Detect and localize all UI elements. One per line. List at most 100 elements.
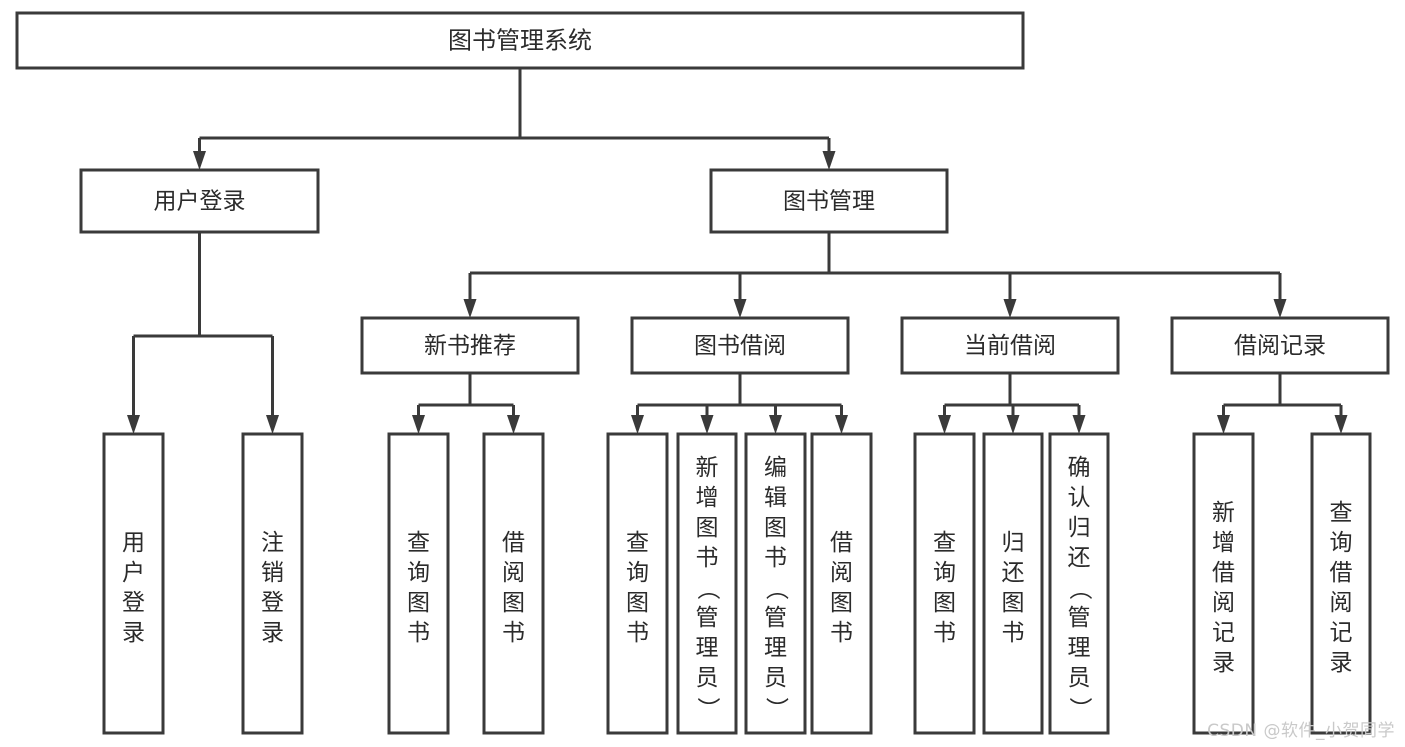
svg-text:员: 员 [1068, 665, 1091, 691]
svg-text:）: ） [695, 697, 721, 720]
svg-text:记: 记 [1330, 620, 1353, 646]
svg-text:记: 记 [1212, 620, 1235, 646]
svg-text:借: 借 [1330, 560, 1353, 586]
node-label: 用户登录 [154, 189, 246, 215]
svg-text:归: 归 [1002, 530, 1025, 556]
svg-text:图: 图 [830, 590, 853, 616]
svg-text:录: 录 [1212, 650, 1235, 676]
node-user-login[interactable]: 用户登录 [79, 168, 320, 234]
svg-text:员: 员 [696, 665, 719, 691]
svg-text:理: 理 [764, 635, 787, 661]
svg-text:销: 销 [261, 560, 284, 586]
svg-text:管: 管 [764, 605, 787, 631]
node-label: 图书管理系统 [448, 27, 592, 55]
bookmgmt-to-level3-arrowhead [1003, 299, 1017, 318]
svg-text:阅: 阅 [1330, 590, 1353, 616]
svg-text:新: 新 [696, 455, 719, 481]
node-label: 图书借阅 [694, 333, 786, 359]
svg-text:确: 确 [1068, 455, 1091, 481]
currentborrow-to-leaves-arrowhead [1072, 415, 1086, 434]
svg-text:图: 图 [407, 590, 430, 616]
svg-text:书: 书 [502, 620, 525, 646]
svg-text:登: 登 [261, 590, 284, 616]
newbook-to-leaves-arrowhead [412, 415, 425, 434]
svg-text:注: 注 [261, 530, 284, 556]
node-label: 当前借阅 [964, 333, 1056, 359]
bookborrow-to-leaves-arrowhead [769, 415, 782, 434]
svg-text:）: ） [763, 697, 789, 720]
borrowrecord-to-leaves-arrowhead [1217, 415, 1230, 434]
svg-text:（: （ [695, 577, 721, 600]
svg-text:图: 图 [626, 590, 649, 616]
bookmgmt-to-level3-arrowhead [463, 299, 477, 318]
svg-text:阅: 阅 [502, 560, 525, 586]
node-root-system[interactable]: 图书管理系统 [15, 11, 1025, 70]
node-book-management[interactable]: 图书管理 [709, 168, 949, 234]
svg-text:查: 查 [407, 530, 430, 556]
node-leaf-0[interactable]: 用户登录 [102, 432, 165, 735]
svg-text:询: 询 [1330, 530, 1353, 556]
bookborrow-to-leaves-arrowhead [631, 415, 644, 434]
svg-text:图: 图 [696, 515, 719, 541]
currentborrow-to-leaves-arrowhead [938, 415, 951, 434]
svg-text:户: 户 [122, 560, 145, 586]
svg-text:阅: 阅 [830, 560, 853, 586]
svg-text:图: 图 [502, 590, 525, 616]
node-label: 新书推荐 [424, 333, 516, 359]
svg-text:查: 查 [1330, 500, 1353, 526]
node-boxes: 图书管理系统用户登录图书管理新书推荐图书借阅当前借阅借阅记录用户登录注销登录查询… [15, 11, 1390, 735]
svg-text:书: 书 [830, 620, 853, 646]
svg-text:录: 录 [122, 620, 145, 646]
svg-text:管: 管 [1068, 605, 1091, 631]
svg-text:辑: 辑 [764, 485, 787, 511]
borrowrecord-to-leaves-arrowhead [1334, 415, 1348, 434]
svg-text:新: 新 [1212, 500, 1235, 526]
svg-text:书: 书 [1002, 620, 1025, 646]
node-borrow-record[interactable]: 借阅记录 [1170, 316, 1390, 375]
svg-text:书: 书 [407, 620, 430, 646]
svg-text:书: 书 [696, 545, 719, 571]
svg-text:理: 理 [696, 635, 719, 661]
svg-text:认: 认 [1068, 485, 1091, 511]
userlogin-to-leaves-arrowhead [266, 415, 279, 434]
svg-text:理: 理 [1068, 635, 1091, 661]
bookborrow-to-leaves-arrowhead [700, 415, 714, 434]
svg-text:员: 员 [764, 665, 787, 691]
node-current-borrow[interactable]: 当前借阅 [900, 316, 1120, 375]
svg-text:录: 录 [1330, 650, 1353, 676]
svg-text:增: 增 [1212, 530, 1235, 556]
svg-text:）: ） [1067, 697, 1093, 720]
svg-text:查: 查 [933, 530, 956, 556]
node-book-borrow[interactable]: 图书借阅 [630, 316, 850, 375]
svg-text:查: 查 [626, 530, 649, 556]
svg-text:询: 询 [407, 560, 430, 586]
svg-text:登: 登 [122, 590, 145, 616]
node-new-book-recommend[interactable]: 新书推荐 [360, 316, 580, 375]
svg-text:借: 借 [502, 530, 525, 556]
bookmgmt-to-level3-arrowhead [733, 299, 747, 318]
svg-text:管: 管 [696, 605, 719, 631]
currentborrow-to-leaves-arrowhead [1006, 415, 1020, 434]
